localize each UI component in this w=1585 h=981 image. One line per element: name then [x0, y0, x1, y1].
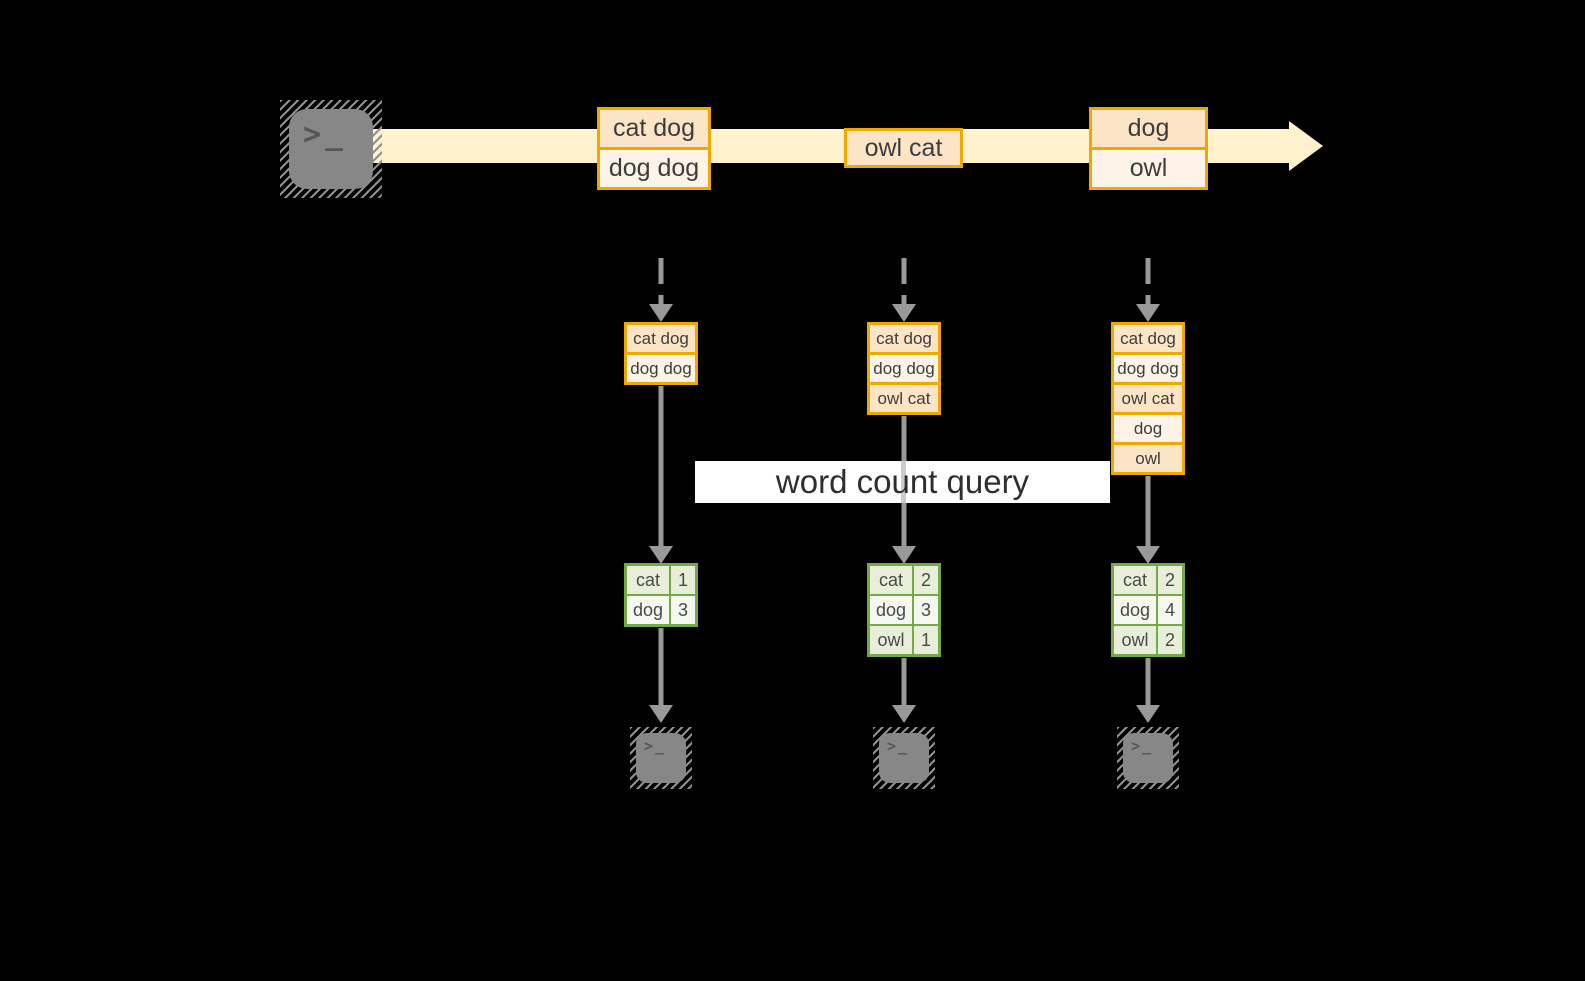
state-record: dog dog [627, 355, 695, 382]
stream-record: owl [1092, 150, 1205, 187]
state-record: owl [1114, 445, 1182, 472]
table-cell-count: 2 [1158, 626, 1182, 654]
terminal-icon: >_ [1117, 727, 1179, 789]
state-record: dog dog [1114, 355, 1182, 382]
terminal-icon: >_ [630, 727, 692, 789]
table-cell-word: cat [627, 566, 669, 594]
stream-timeline-arrowhead-icon [1289, 121, 1323, 171]
state-stack-2: cat dog dog dog owl cat [867, 322, 941, 415]
stream-record: owl cat [847, 131, 960, 165]
table-cell-count: 3 [914, 596, 938, 624]
stream-batch-2: owl cat [844, 128, 963, 168]
terminal-body: >_ [879, 733, 929, 783]
terminal-body: >_ [1123, 733, 1173, 783]
terminal-icon: >_ [873, 727, 935, 789]
table-cell-count: 4 [1158, 596, 1182, 624]
table-cell-word: cat [1114, 566, 1156, 594]
table-cell-word: cat [870, 566, 912, 594]
prompt-icon: >_ [887, 737, 910, 755]
terminal-body: >_ [289, 109, 373, 189]
table-cell-word: owl [870, 626, 912, 654]
stream-batch-1: cat dog dog dog [597, 107, 711, 190]
state-record: cat dog [627, 325, 695, 352]
wordcount-table-3: cat 2 dog 4 owl 2 [1111, 563, 1185, 657]
table-cell-count: 2 [1158, 566, 1182, 594]
prompt-icon: >_ [1131, 737, 1154, 755]
state-stack-1: cat dog dog dog [624, 322, 698, 385]
state-record: dog dog [870, 355, 938, 382]
terminal-body: >_ [636, 733, 686, 783]
query-label: word count query [775, 463, 1030, 500]
state-record: cat dog [1114, 325, 1182, 352]
table-cell-word: dog [627, 596, 669, 624]
table-cell-word: owl [1114, 626, 1156, 654]
state-record: owl cat [1114, 385, 1182, 412]
table-cell-count: 1 [671, 566, 695, 594]
state-record: owl cat [870, 385, 938, 412]
prompt-icon: >_ [303, 117, 348, 152]
table-cell-word: dog [870, 596, 912, 624]
stream-record: cat dog [600, 110, 708, 147]
state-stack-3: cat dog dog dog owl cat dog owl [1111, 322, 1185, 475]
state-record: dog [1114, 415, 1182, 442]
arrow-through-band [901, 461, 906, 503]
stream-record: dog [1092, 110, 1205, 147]
table-cell-count: 3 [671, 596, 695, 624]
stream-batch-3: dog owl [1089, 107, 1208, 190]
wordcount-table-1: cat 1 dog 3 [624, 563, 698, 627]
table-cell-count: 1 [914, 626, 938, 654]
wordcount-table-2: cat 2 dog 3 owl 1 [867, 563, 941, 657]
terminal-icon: >_ [280, 100, 382, 198]
table-cell-word: dog [1114, 596, 1156, 624]
stream-record: dog dog [600, 150, 708, 187]
prompt-icon: >_ [644, 737, 667, 755]
table-cell-count: 2 [914, 566, 938, 594]
state-record: cat dog [870, 325, 938, 352]
